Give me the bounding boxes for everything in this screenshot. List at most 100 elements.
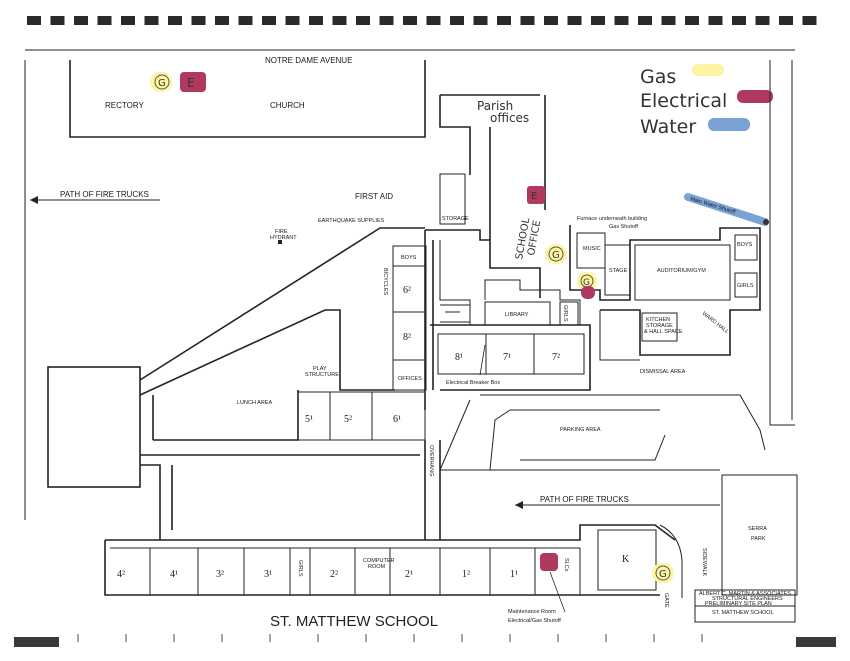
legend-gas-label: Gas [640,66,676,88]
electrical-box-label: Electrical Breaker Box [446,380,500,386]
binder-hole [755,16,770,25]
main-building [392,229,591,410]
lunch-walkways [139,227,426,441]
binder-hole [638,16,652,25]
electrical-marker-maintenance [540,553,558,571]
computer-room-label-2: ROOM [368,564,386,570]
room-81-label: 8¹ [455,352,463,363]
serra-park-label-1: SERRA [748,526,767,532]
furnace-label-2: Gas Shutoff [609,224,638,230]
room-52-label: 5² [344,414,352,425]
binder-hole [191,16,206,25]
binder-hole [661,16,676,25]
binder-hole [544,16,558,25]
parking-area [439,394,766,471]
fire-hydrant-label-2: HYDRANT [270,235,297,241]
room-31-label: 3¹ [264,569,272,580]
room-71-label: 7¹ [503,352,511,363]
binder-hole [450,16,464,25]
room-41-label: 4¹ [170,569,178,580]
earthquake-label: EARTHQUAKE SUPPLIES [318,218,385,224]
offices-label: OFFICES [398,376,422,382]
room-k-label: K [622,554,630,565]
portables-block [297,391,426,441]
electrical-marker-auditorium [581,286,595,299]
boys-restroom-right [734,234,758,261]
binder-hole [238,16,253,25]
stage-room [604,244,631,296]
scan-mark-right [796,637,836,647]
auditorium-label: AUDITORIUM/GYM [657,268,706,274]
svg-text:G: G [552,250,560,261]
bottom-margin [0,636,850,656]
binder-hole [97,16,112,25]
right-property-line [769,60,795,426]
lunch-area-label: LUNCH AREA [237,400,272,406]
music-label: MUSIC [583,246,601,252]
binder-hole [708,16,723,25]
boys-right-label: BOYS [737,242,753,248]
room-82-label: 8² [403,332,411,343]
binder-strip [27,16,817,25]
room-61-label: 6¹ [393,414,401,425]
legend-gas-swatch [692,64,724,76]
binder-hole [168,16,182,25]
fire-truck-path-top-label: PATH OF FIRE TRUCKS [60,190,149,199]
binder-hole [27,16,41,25]
legend-electrical-label: Electrical [640,90,727,112]
legend-electrical-swatch [737,90,773,103]
binder-hole [285,16,300,25]
binder-hole [121,16,135,25]
fire-hydrant-label-1: FIRE [275,229,288,235]
gate-label: GATE [663,593,669,608]
title-block-line-3: PRELIMINARY SITE PLAN [705,601,772,607]
maintenance-label-1: Maintenance Room [508,609,556,615]
binder-hole [379,16,394,25]
computer-room-label-1: COMPUTER [363,558,395,564]
binder-hole [520,16,535,25]
gas-marker-letter: G [158,78,166,89]
rectory-label: RECTORY [105,101,144,110]
binder-hole [779,16,793,25]
binder-hole [567,16,582,25]
gas-marker-gate: G [652,563,674,583]
overhang-walkway [140,440,441,540]
dismissal-label: DISMISSAL AREA [640,369,686,375]
room-22-label: 2² [330,569,338,580]
room-62-label: 6² [403,285,411,296]
girls-right-label: GIRLS [737,283,754,289]
gas-marker-office: G [545,244,567,264]
gate-curve [659,524,683,598]
room-32-label: 3² [216,569,224,580]
offices-room [392,359,427,391]
fire-truck-path-top: PATH OF FIRE TRUCKS [30,190,160,204]
auditorium-room [634,244,731,301]
binder-hole [497,16,511,25]
svg-text:E: E [531,191,537,202]
binder-hole [591,16,605,25]
svg-text:G: G [583,278,590,288]
left-building [47,366,141,488]
kitchen-room [641,312,678,342]
binder-hole [144,16,159,25]
kindergarten-room [597,529,657,591]
boys-left-label: BOYS [401,255,417,261]
kitchen-label-2: STORAGE [646,323,673,329]
electrical-marker-letter: E [187,76,195,90]
furnace-label-1: Furnace underneath building [577,216,647,222]
gas-marker-church: G [150,72,172,92]
room-21-label: 2¹ [405,569,413,580]
electrical-marker-church: E [180,72,206,92]
girls-restroom-right [734,272,758,298]
room-12-label: 1² [462,569,470,580]
sidewalk-label: SIDEWALK [701,548,707,577]
binder-hole [732,16,746,25]
parish-offices-label-1: Parish [477,99,513,113]
title-block-line-4: ST. MATTHEW SCHOOL [712,610,774,616]
binder-hole [50,16,65,25]
room-11-label: 1¹ [510,569,518,580]
binder-hole [403,16,417,25]
fire-truck-path-bottom-label: PATH OF FIRE TRUCKS [540,495,629,504]
legend: Gas Electrical Water [640,64,773,138]
